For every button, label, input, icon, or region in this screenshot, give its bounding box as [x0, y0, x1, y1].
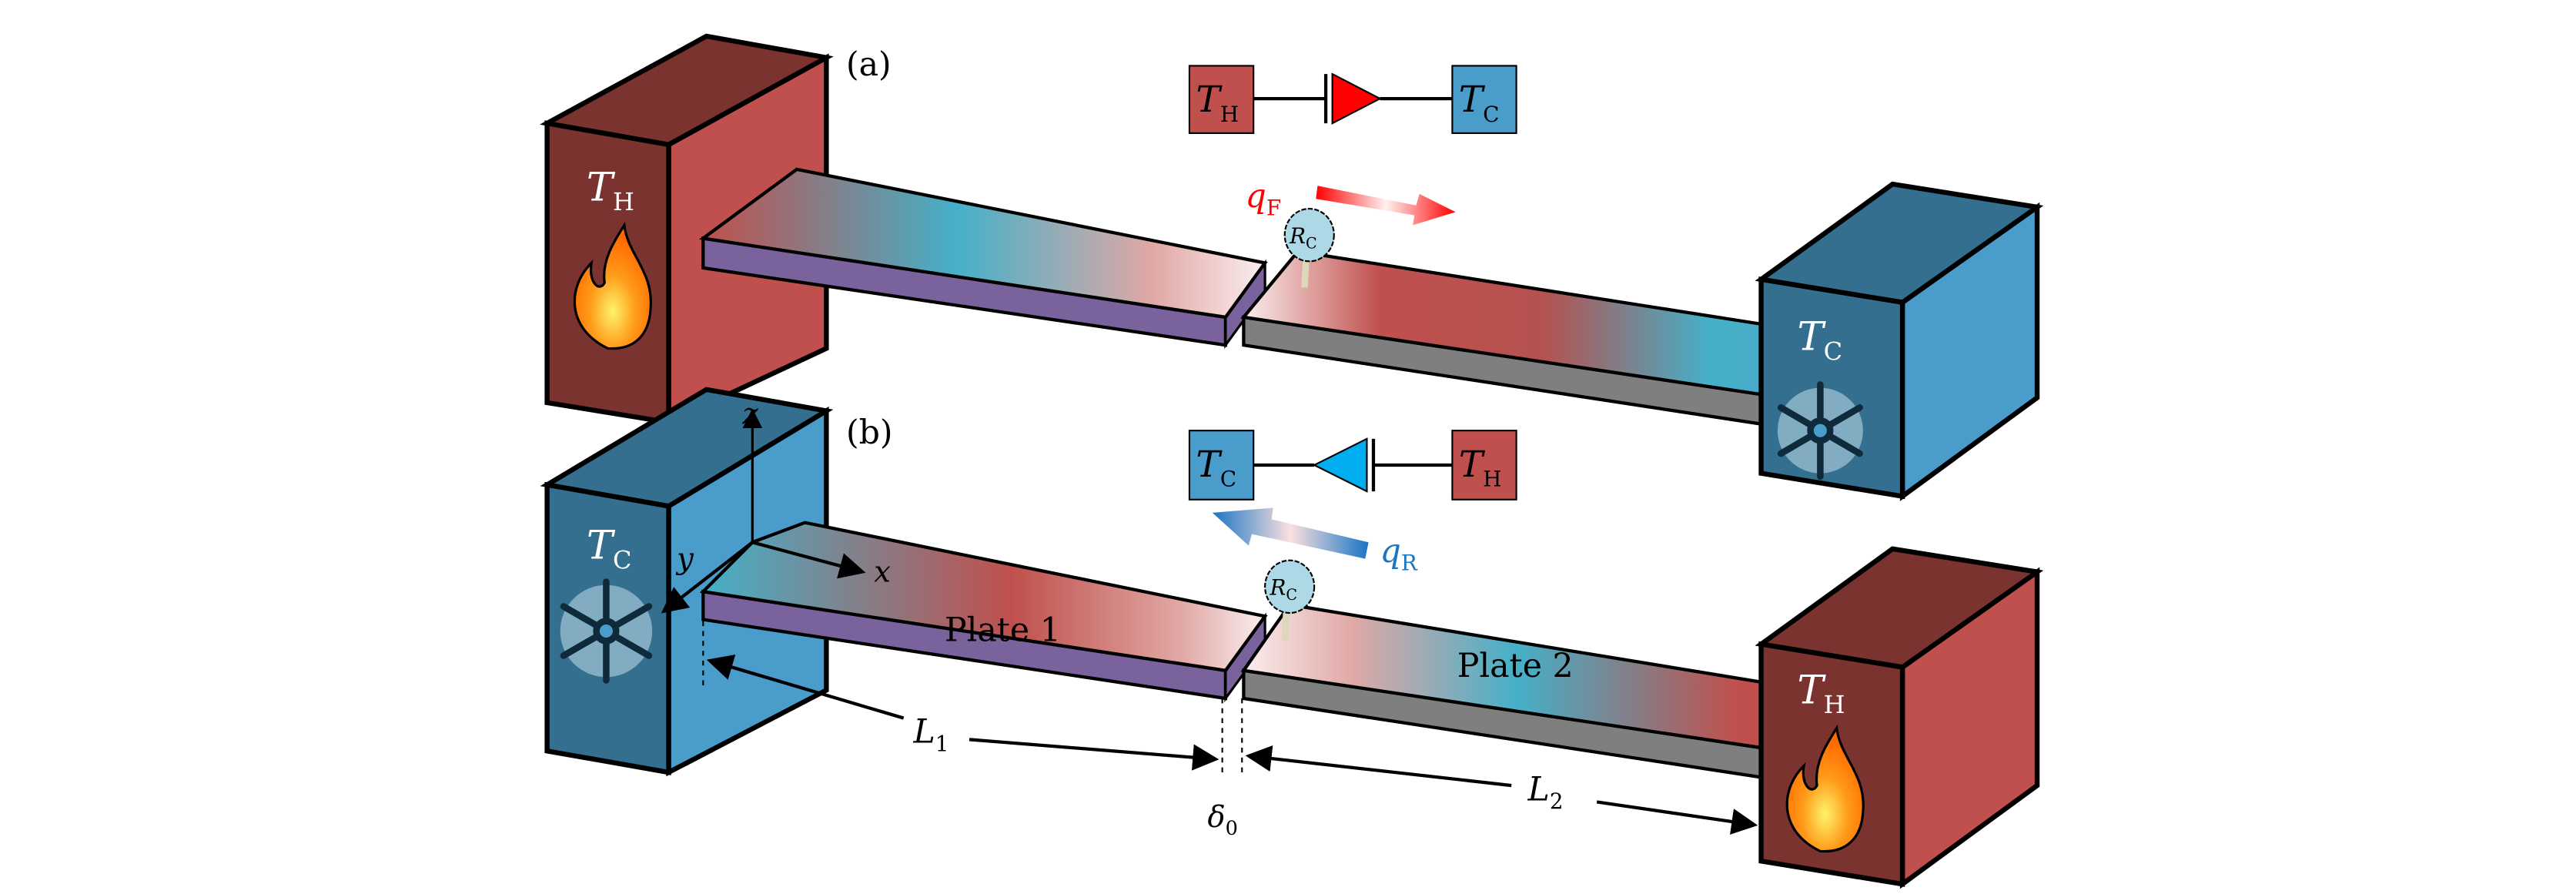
cold-node-label: TC [1196, 444, 1237, 492]
panel-a: (a) TH RC TC [540, 33, 2044, 501]
fire-icon [573, 221, 652, 350]
diode-reverse-icon [1312, 437, 1368, 493]
circuit-a: TH TC [1188, 65, 1517, 134]
panel-b: (b) TC Plate 1 z x [540, 387, 2044, 889]
plate-1-a [698, 167, 1268, 350]
contact-resistance-b: RC [1264, 559, 1316, 641]
x-axis-label: x [874, 554, 891, 589]
contact-resistance-b-label: RC [1270, 575, 1298, 604]
hot-reservoir-b-label: TH [1798, 667, 1845, 719]
cold-reservoir-b: TC [540, 387, 834, 777]
L2-label: L2 [1527, 770, 1564, 814]
cold-reservoir-a-label: TC [1798, 314, 1843, 367]
delta0-label: δ0 [1207, 799, 1237, 840]
cold-node [1188, 430, 1255, 501]
y-axis-label: y [675, 541, 694, 576]
plate-2-a [1240, 249, 1794, 427]
contact-resistance-a: RC [1283, 208, 1335, 288]
cold-reservoir-a: TC [1755, 181, 2044, 501]
snowflake-icon [1777, 381, 1863, 480]
panel-b-label: (b) [846, 414, 893, 452]
heat-flux-reverse: qR [1212, 507, 1418, 576]
arrow-left-icon [1212, 507, 1369, 559]
diode-forward-icon [1331, 72, 1382, 125]
cold-node-label: TC [1459, 79, 1500, 127]
plate-1-label: Plate 1 [945, 611, 1061, 649]
hot-node-label: TH [1459, 444, 1502, 492]
hot-reservoir-a-label: TH [587, 164, 634, 216]
heat-flux-forward: qF [1246, 177, 1456, 226]
circuit-b: TC TH [1188, 430, 1517, 501]
hot-node-label: TH [1196, 79, 1239, 127]
cold-reservoir-b-label: TC [587, 523, 632, 575]
heat-flux-reverse-label: qR [1380, 532, 1418, 576]
plate-2-label: Plate 2 [1457, 647, 1574, 685]
coordinate-axes: z x y [661, 397, 891, 614]
hot-reservoir-b: TH [1755, 546, 2044, 889]
z-axis-label: z [742, 397, 759, 432]
cold-node [1451, 65, 1517, 134]
panel-a-label: (a) [846, 45, 892, 84]
L1-label: L1 [912, 713, 948, 757]
contact-resistance-a-label: RC [1289, 223, 1317, 252]
heat-flux-forward-label: qF [1246, 177, 1282, 221]
arrow-right-icon [1316, 186, 1456, 226]
hot-node [1451, 430, 1517, 501]
dimensions: L1 L2 δ0 [702, 621, 1758, 840]
fire-icon [1785, 724, 1865, 853]
plate-2-b: Plate 2 [1240, 603, 1794, 779]
snowflake-icon [560, 578, 653, 684]
